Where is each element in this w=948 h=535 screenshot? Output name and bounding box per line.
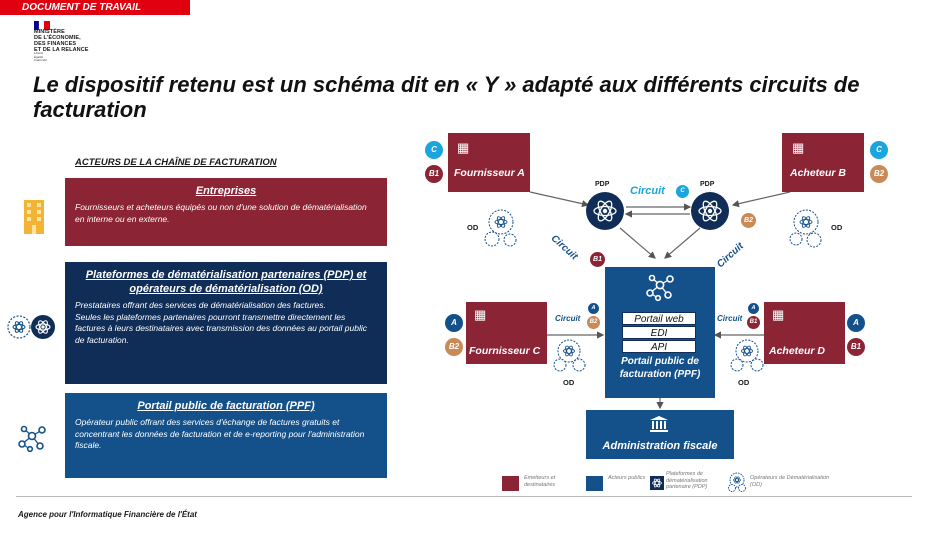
od-cluster-icon bbox=[484, 208, 520, 253]
legend-pdp-label: Plateformes de dématérialisation partena… bbox=[666, 471, 708, 490]
entreprises-text: Fournisseurs et acheteurs équipés ou non… bbox=[75, 202, 367, 224]
circuit-a-badge: A bbox=[445, 314, 463, 332]
fournisseur-c-label: Fournisseur C bbox=[469, 345, 541, 357]
republic-motto: Liberté Égalité Fraternité bbox=[34, 51, 47, 63]
fournisseur-a-label: Fournisseur A bbox=[454, 167, 525, 179]
circuit-b2-badge: B2 bbox=[741, 213, 756, 228]
pdp-od-text-2: Seules les plateformes partenaires pourr… bbox=[75, 311, 367, 345]
circuit-b2-badge: B2 bbox=[870, 165, 888, 183]
od-label: OD bbox=[563, 378, 575, 387]
legend-od-icon bbox=[727, 472, 747, 497]
ministry-line: ET DE LA RELANCE bbox=[34, 47, 89, 53]
ppf-network-icon bbox=[643, 272, 677, 307]
od-label: OD bbox=[467, 223, 479, 232]
pdp-od-title: Plateformes de dématérialisation partena… bbox=[85, 269, 367, 295]
ppf-api-field: API bbox=[622, 340, 696, 353]
od-cluster-icon bbox=[787, 208, 823, 253]
ministry-line: DE L'ÉCONOMIE, bbox=[34, 35, 81, 41]
circuit-a-label: Circuit bbox=[717, 314, 743, 323]
circuit-b2-badge: B2 bbox=[445, 338, 463, 356]
ministry-line: MINISTÈRE bbox=[34, 29, 65, 35]
ppf-edi-field: EDI bbox=[622, 326, 696, 339]
pdp-label: PDP bbox=[700, 181, 715, 188]
footer-divider bbox=[16, 496, 912, 497]
circuit-c-badge: C bbox=[425, 141, 443, 159]
circuit-b2-badge: B2 bbox=[587, 316, 600, 329]
pdp-atom-icon bbox=[690, 191, 730, 236]
ppf-text: Opérateur public offrant des services d'… bbox=[75, 417, 365, 450]
footer-agency: Agence pour l'Informatique Financière de… bbox=[18, 510, 197, 519]
od-label: OD bbox=[738, 378, 750, 387]
circuit-b1-badge: B1 bbox=[425, 165, 443, 183]
building-icon: ▦ bbox=[792, 140, 805, 155]
acheteur-b-label: Acheteur B bbox=[790, 167, 847, 179]
circuit-a-badge: A bbox=[588, 303, 599, 314]
pdp-od-text: Prestataires offrant des services de dém… bbox=[75, 300, 326, 310]
pdp-label: PDP bbox=[595, 181, 610, 188]
building-icon: ▦ bbox=[474, 307, 487, 322]
ppf-network-icon bbox=[16, 424, 48, 457]
fournisseur-a-card: Fournisseur A bbox=[448, 133, 530, 192]
circuit-a-badge: A bbox=[847, 314, 865, 332]
pdp-od-icon bbox=[7, 313, 59, 346]
ministry-name: MINISTÈRE DE L'ÉCONOMIE, DES FINANCES ET… bbox=[34, 29, 89, 53]
document-ribbon: DOCUMENT DE TRAVAIL bbox=[0, 0, 190, 15]
pdp-atom-icon bbox=[585, 191, 625, 236]
legend-swatch-publics bbox=[586, 476, 603, 491]
legend-emetteurs-label: Emetteurs et destinataires bbox=[524, 475, 556, 488]
motto-line: Fraternité bbox=[34, 58, 47, 62]
legend-publics-label: Acteurs publics bbox=[608, 475, 646, 481]
circuit-c-badge: C bbox=[870, 141, 888, 159]
circuit-b1-badge: B1 bbox=[847, 338, 865, 356]
ppf-title: Portail public de facturation (PPF) bbox=[137, 400, 315, 412]
entreprises-title: Entreprises bbox=[195, 185, 257, 197]
actors-heading: ACTEURS DE LA CHAÎNE DE FACTURATION bbox=[75, 157, 277, 168]
motto-line: Liberté bbox=[34, 51, 44, 55]
acheteur-d-card: Acheteur D bbox=[764, 302, 845, 364]
motto-line: Égalité bbox=[34, 54, 44, 59]
page-title: Le dispositif retenu est un schéma dit e… bbox=[33, 72, 860, 122]
circuit-a-label: Circuit bbox=[555, 314, 581, 323]
building-icon: ▦ bbox=[457, 140, 470, 155]
entreprises-box: Entreprises Fournisseurs et acheteurs éq… bbox=[65, 178, 387, 246]
ministry-line: DES FINANCES bbox=[34, 41, 77, 47]
circuit-c-badge: C bbox=[676, 185, 689, 198]
acheteur-b-card: Acheteur B bbox=[782, 133, 864, 192]
ppf-portail-web-field: Portail web bbox=[622, 312, 696, 325]
legend-pdp-icon bbox=[650, 476, 664, 495]
ppf-card-label: Portail public de facturation (PPF) bbox=[619, 356, 701, 380]
legend-swatch-emetteurs bbox=[502, 476, 519, 491]
administration-fiscale-label: Administration fiscale bbox=[602, 440, 718, 452]
legend-od-label: Opérateurs de Dématérialisation (OD) bbox=[750, 475, 830, 488]
pdp-od-box: Plateformes de dématérialisation partena… bbox=[65, 262, 387, 384]
building-icon: ▦ bbox=[772, 307, 785, 322]
circuit-c-label: Circuit bbox=[630, 185, 665, 197]
circuit-b1-badge: B1 bbox=[747, 316, 760, 329]
institution-icon bbox=[650, 416, 668, 437]
ppf-box: Portail public de facturation (PPF) Opér… bbox=[65, 393, 387, 478]
circuit-a-badge: A bbox=[748, 303, 759, 314]
building-icon bbox=[22, 200, 46, 239]
acheteur-d-label: Acheteur D bbox=[769, 345, 826, 357]
od-cluster-icon bbox=[553, 338, 587, 377]
circuit-b1-badge: B1 bbox=[590, 252, 605, 267]
od-cluster-icon bbox=[730, 338, 764, 377]
od-label: OD bbox=[831, 223, 843, 232]
fournisseur-c-card: Fournisseur C bbox=[466, 302, 547, 364]
